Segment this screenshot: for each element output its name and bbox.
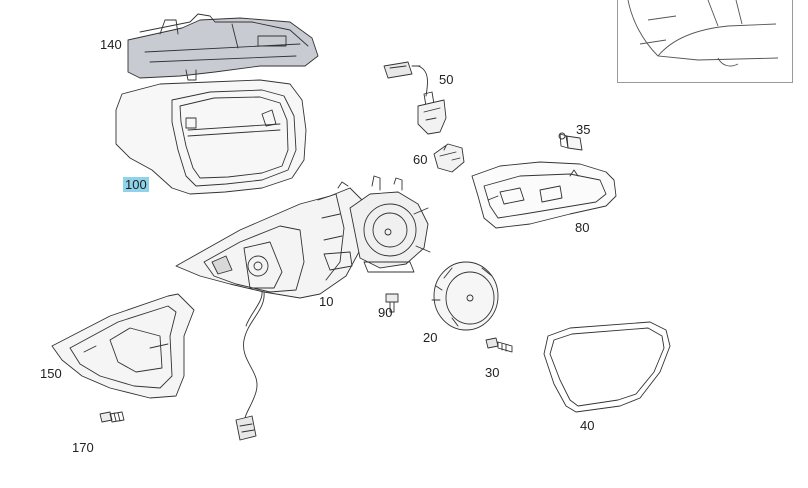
callout-150[interactable]: 150: [40, 366, 62, 381]
callout-100[interactable]: 100: [123, 177, 149, 192]
part-90-screw: [385, 293, 399, 313]
callout-170[interactable]: 170: [72, 440, 94, 455]
callout-40[interactable]: 40: [580, 418, 595, 433]
part-20-adjuster-plate: [431, 261, 499, 331]
callout-80[interactable]: 80: [575, 220, 590, 235]
inset-vehicle-drawing: [627, 0, 779, 67]
callout-20[interactable]: 20: [423, 330, 438, 345]
part-35-bulb: [558, 132, 583, 151]
part-60-clip: [433, 143, 465, 173]
callout-140[interactable]: 140: [100, 37, 122, 52]
callout-50[interactable]: 50: [439, 72, 454, 87]
vehicle-location-inset: [617, 0, 793, 83]
callout-90[interactable]: 90: [378, 305, 393, 320]
callout-30[interactable]: 30: [485, 365, 500, 380]
part-80-base-cover: [471, 161, 617, 229]
part-30-bolt: [485, 337, 513, 353]
part-40-mirror-glass: [543, 321, 671, 413]
callout-10[interactable]: 10: [319, 294, 334, 309]
part-170-screw: [99, 411, 125, 423]
part-150-inner-cover: [51, 293, 195, 399]
callout-35[interactable]: 35: [576, 122, 591, 137]
part-140-turn-signal-housing: [127, 13, 319, 81]
part-10-mirror-base: [175, 175, 431, 441]
part-100-mirror-cover: [115, 79, 307, 195]
callout-60[interactable]: 60: [413, 152, 428, 167]
part-50-connector: [383, 61, 447, 135]
